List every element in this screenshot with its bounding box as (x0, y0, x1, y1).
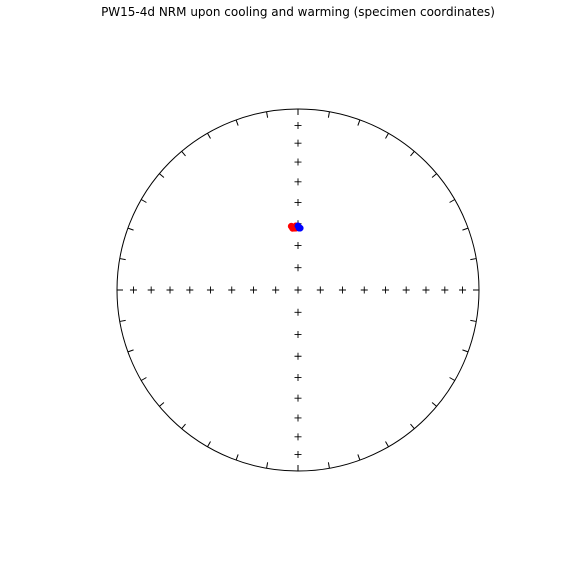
declination-tick (266, 462, 269, 469)
inclination-cross (294, 139, 302, 147)
declination-tick (159, 173, 165, 178)
inclination-cross (294, 414, 302, 422)
declination-tick (140, 377, 147, 381)
data-points (287, 222, 304, 232)
inclination-cross (294, 178, 302, 186)
declination-tick (431, 402, 437, 407)
inclination-cross (206, 286, 214, 294)
inclination-cross (402, 286, 410, 294)
declination-tick (385, 441, 389, 448)
inclination-cross (316, 286, 324, 294)
declination-tick (140, 199, 147, 203)
inclination-cross (294, 242, 302, 250)
declination-tick (449, 199, 456, 203)
declination-tick (127, 349, 134, 353)
declination-tick (357, 454, 361, 461)
declination-tick (327, 111, 330, 118)
declination-tick (449, 377, 456, 381)
inclination-cross (360, 286, 368, 294)
declination-tick (410, 151, 415, 157)
inclination-cross (294, 374, 302, 382)
declination-tick (159, 402, 165, 407)
inclination-cross (422, 286, 430, 294)
inclination-cross (294, 264, 302, 272)
inclination-cross (186, 286, 194, 294)
declination-tick (266, 111, 269, 118)
declination-tick (181, 151, 186, 157)
inclination-cross (294, 451, 302, 459)
inclination-cross (272, 286, 280, 294)
inclination-cross (441, 286, 449, 294)
declination-tick (462, 227, 469, 231)
declination-tick (470, 319, 477, 322)
declination-tick (235, 119, 239, 126)
inclination-cross (166, 286, 174, 294)
declination-tick (470, 258, 477, 261)
inclination-cross (294, 394, 302, 402)
declination-tick (207, 132, 211, 139)
stereonet-frame (116, 108, 480, 472)
inclination-cross (294, 308, 302, 316)
declination-tick (385, 132, 389, 139)
inclination-cross (228, 286, 236, 294)
inclination-cross (294, 433, 302, 441)
inclination-cross (294, 352, 302, 360)
inclination-cross (294, 286, 302, 294)
inclination-cross (294, 121, 302, 129)
inclination-cross (250, 286, 258, 294)
declination-tick (327, 462, 330, 469)
inclination-cross (129, 286, 137, 294)
declination-tick (119, 319, 126, 322)
inclination-cross (294, 198, 302, 206)
data-point (294, 222, 302, 230)
declination-tick (119, 258, 126, 261)
inclination-cross (338, 286, 346, 294)
declination-tick (410, 423, 415, 429)
inclination-cross (382, 286, 390, 294)
declination-tick (235, 454, 239, 461)
declination-tick (207, 441, 211, 448)
declination-tick (462, 349, 469, 353)
inclination-cross (459, 286, 467, 294)
inclination-cross (147, 286, 155, 294)
declination-tick (357, 119, 361, 126)
chart-title: PW15-4d NRM upon cooling and warming (sp… (101, 5, 495, 19)
inclination-cross (294, 330, 302, 338)
inclination-cross (294, 158, 302, 166)
declination-tick (181, 423, 186, 429)
declination-tick (127, 227, 134, 231)
declination-tick (431, 173, 437, 178)
